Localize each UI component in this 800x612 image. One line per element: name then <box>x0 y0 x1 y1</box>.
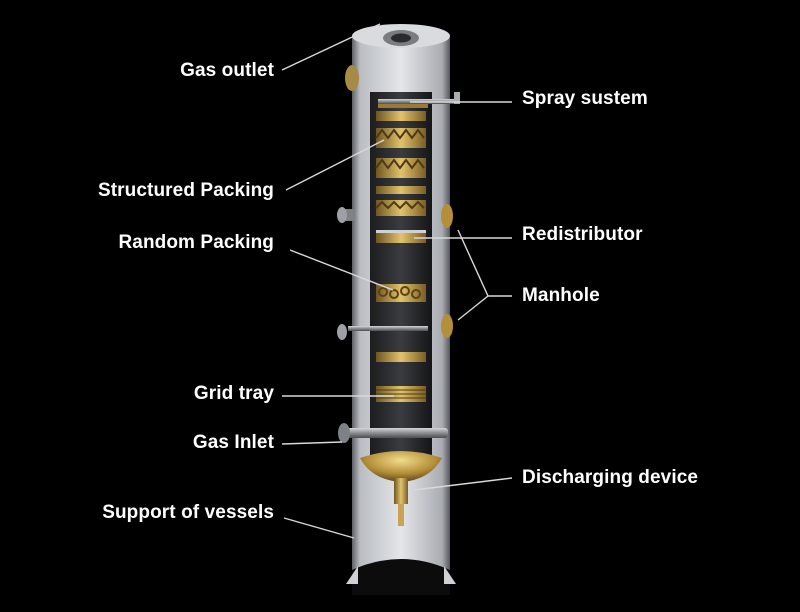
internal-pipes <box>348 326 428 362</box>
label-manhole: Manhole <box>522 285 600 306</box>
structured-packing <box>375 111 426 216</box>
external-nozzles <box>337 65 453 340</box>
label-random-packing: Random Packing <box>118 232 274 253</box>
label-discharging-device: Discharging device <box>522 467 699 488</box>
label-support-of-vessels: Support of vessels <box>102 502 274 523</box>
leader-lines <box>281 23 513 539</box>
label-gas-outlet: Gas outlet <box>180 60 274 81</box>
label-redistributor: Redistributor <box>522 224 643 245</box>
redistributor <box>376 230 426 243</box>
label-gas-inlet: Gas Inlet <box>192 432 274 453</box>
label-structured-packing: Structured Packing <box>97 180 274 201</box>
label-spray-system: Spray sustem <box>522 88 648 109</box>
gas-inlet-pipe <box>338 423 448 443</box>
label-grid-tray: Grid tray <box>193 383 274 404</box>
discharging-device <box>360 451 442 526</box>
grid-tray <box>376 386 426 402</box>
